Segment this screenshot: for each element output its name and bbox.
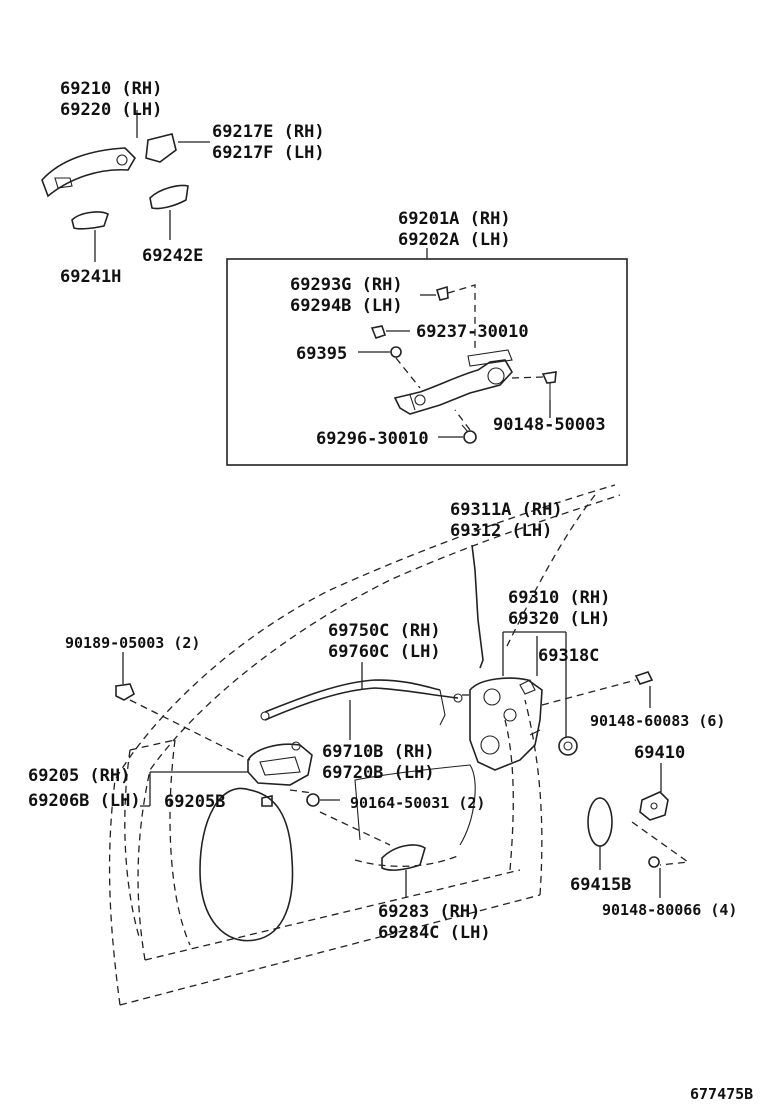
clip-small	[436, 285, 449, 301]
label-90148-60083: 90148-60083 (6)	[590, 712, 725, 730]
label-69750c-rh: 69750C (RH)	[328, 621, 441, 641]
label-69296-30010: 69296-30010	[316, 429, 429, 449]
bolt-69237	[370, 325, 387, 339]
bolt-69395	[390, 346, 402, 358]
handle-pad	[71, 211, 109, 230]
lock-assembly	[469, 677, 543, 771]
label-69237-30010: 69237-30010	[416, 322, 529, 342]
label-69242e: 69242E	[142, 246, 203, 266]
label-69415b: 69415B	[570, 875, 631, 895]
label-69284c-lh: 69284C (LH)	[378, 923, 491, 943]
reference-number: 677475B	[690, 1085, 753, 1103]
label-69241h: 69241H	[60, 267, 121, 287]
label-69760c-lh: 69760C (LH)	[328, 642, 441, 662]
screw-69296	[461, 424, 477, 444]
screw-90148-80066	[648, 856, 660, 868]
label-69202a-lh: 69202A (LH)	[398, 230, 511, 250]
label-90189-05003: 90189-05003 (2)	[65, 634, 200, 652]
frame-assembly	[393, 349, 513, 415]
label-69720b-lh: 69720B (LH)	[322, 763, 435, 783]
label-69311a-rh: 69311A (RH)	[450, 500, 563, 520]
handle-pad-2	[149, 184, 189, 210]
screw-90164	[306, 793, 320, 807]
label-69294b-lh: 69294B (LH)	[290, 296, 403, 316]
label-69395: 69395	[296, 344, 347, 364]
label-69217e-rh: 69217E (RH)	[212, 122, 325, 142]
shim-69415b	[587, 797, 613, 847]
rod	[471, 544, 484, 669]
label-69283-rh: 69283 (RH)	[378, 902, 480, 922]
outside-handle	[41, 147, 137, 198]
door-outline	[108, 484, 621, 1006]
label-69320-lh: 69320 (LH)	[508, 609, 610, 629]
label-90164-50031: 90164-50031 (2)	[350, 794, 485, 812]
label-69210-rh: 69210 (RH)	[60, 79, 162, 99]
label-69217f-lh: 69217F (LH)	[212, 143, 325, 163]
labels: 69210 (RH) 69220 (LH) 69217E (RH) 69217F…	[28, 79, 753, 1103]
label-69205b: 69205B	[164, 792, 225, 812]
label-69318c: 69318C	[538, 646, 599, 666]
label-69220-lh: 69220 (LH)	[60, 100, 162, 120]
clip-90189	[115, 683, 135, 701]
cables	[260, 679, 463, 726]
inside-handle-bezel	[381, 844, 426, 871]
label-69205-rh: 69205 (RH)	[28, 766, 130, 786]
label-69310-rh: 69310 (RH)	[508, 588, 610, 608]
screw-90148-50003	[541, 371, 557, 400]
label-69293g-rh: 69293G (RH)	[290, 275, 403, 295]
inside-handle	[247, 741, 313, 786]
label-90148-50003: 90148-50003	[493, 415, 606, 435]
label-69710b-rh: 69710B (RH)	[322, 742, 435, 762]
striker-69410	[639, 791, 669, 821]
bolt-69205b	[261, 795, 273, 807]
lock-cover-69318c	[558, 736, 578, 756]
handle-cap	[145, 133, 177, 163]
label-69206b-lh: 69206B (LH)	[28, 791, 141, 811]
label-69201a-rh: 69201A (RH)	[398, 209, 511, 229]
screw-90148-60083	[634, 671, 654, 685]
label-69410: 69410	[634, 743, 685, 763]
label-90148-80066: 90148-80066 (4)	[602, 901, 737, 919]
label-69312-lh: 69312 (LH)	[450, 521, 552, 541]
